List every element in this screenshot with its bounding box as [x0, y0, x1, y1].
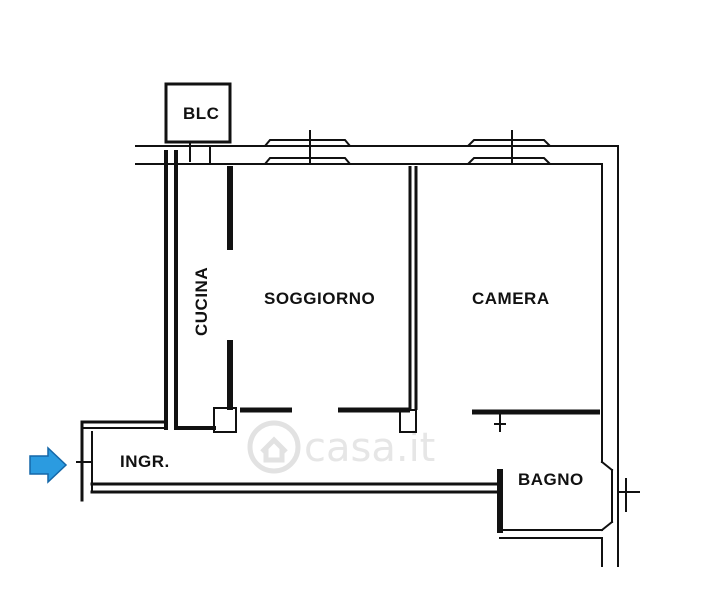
room-label-bagno: BAGNO — [518, 470, 584, 489]
house-icon — [247, 420, 301, 474]
arrow-right-icon — [29, 446, 68, 484]
outer-walls — [80, 145, 619, 567]
balcony-outline — [164, 82, 232, 144]
room-label-blc: BLC — [183, 104, 219, 123]
room-label-camera: CAMERA — [472, 289, 550, 308]
windows — [189, 130, 640, 512]
interior-walls — [213, 166, 600, 433]
entrance-door — [76, 450, 92, 476]
room-label-soggiorno: SOGGIORNO — [264, 289, 375, 308]
room-label-cucina: CUCINA — [192, 267, 211, 336]
watermark: casa.it — [247, 420, 435, 474]
room-label-ingresso: INGR. — [120, 452, 170, 471]
